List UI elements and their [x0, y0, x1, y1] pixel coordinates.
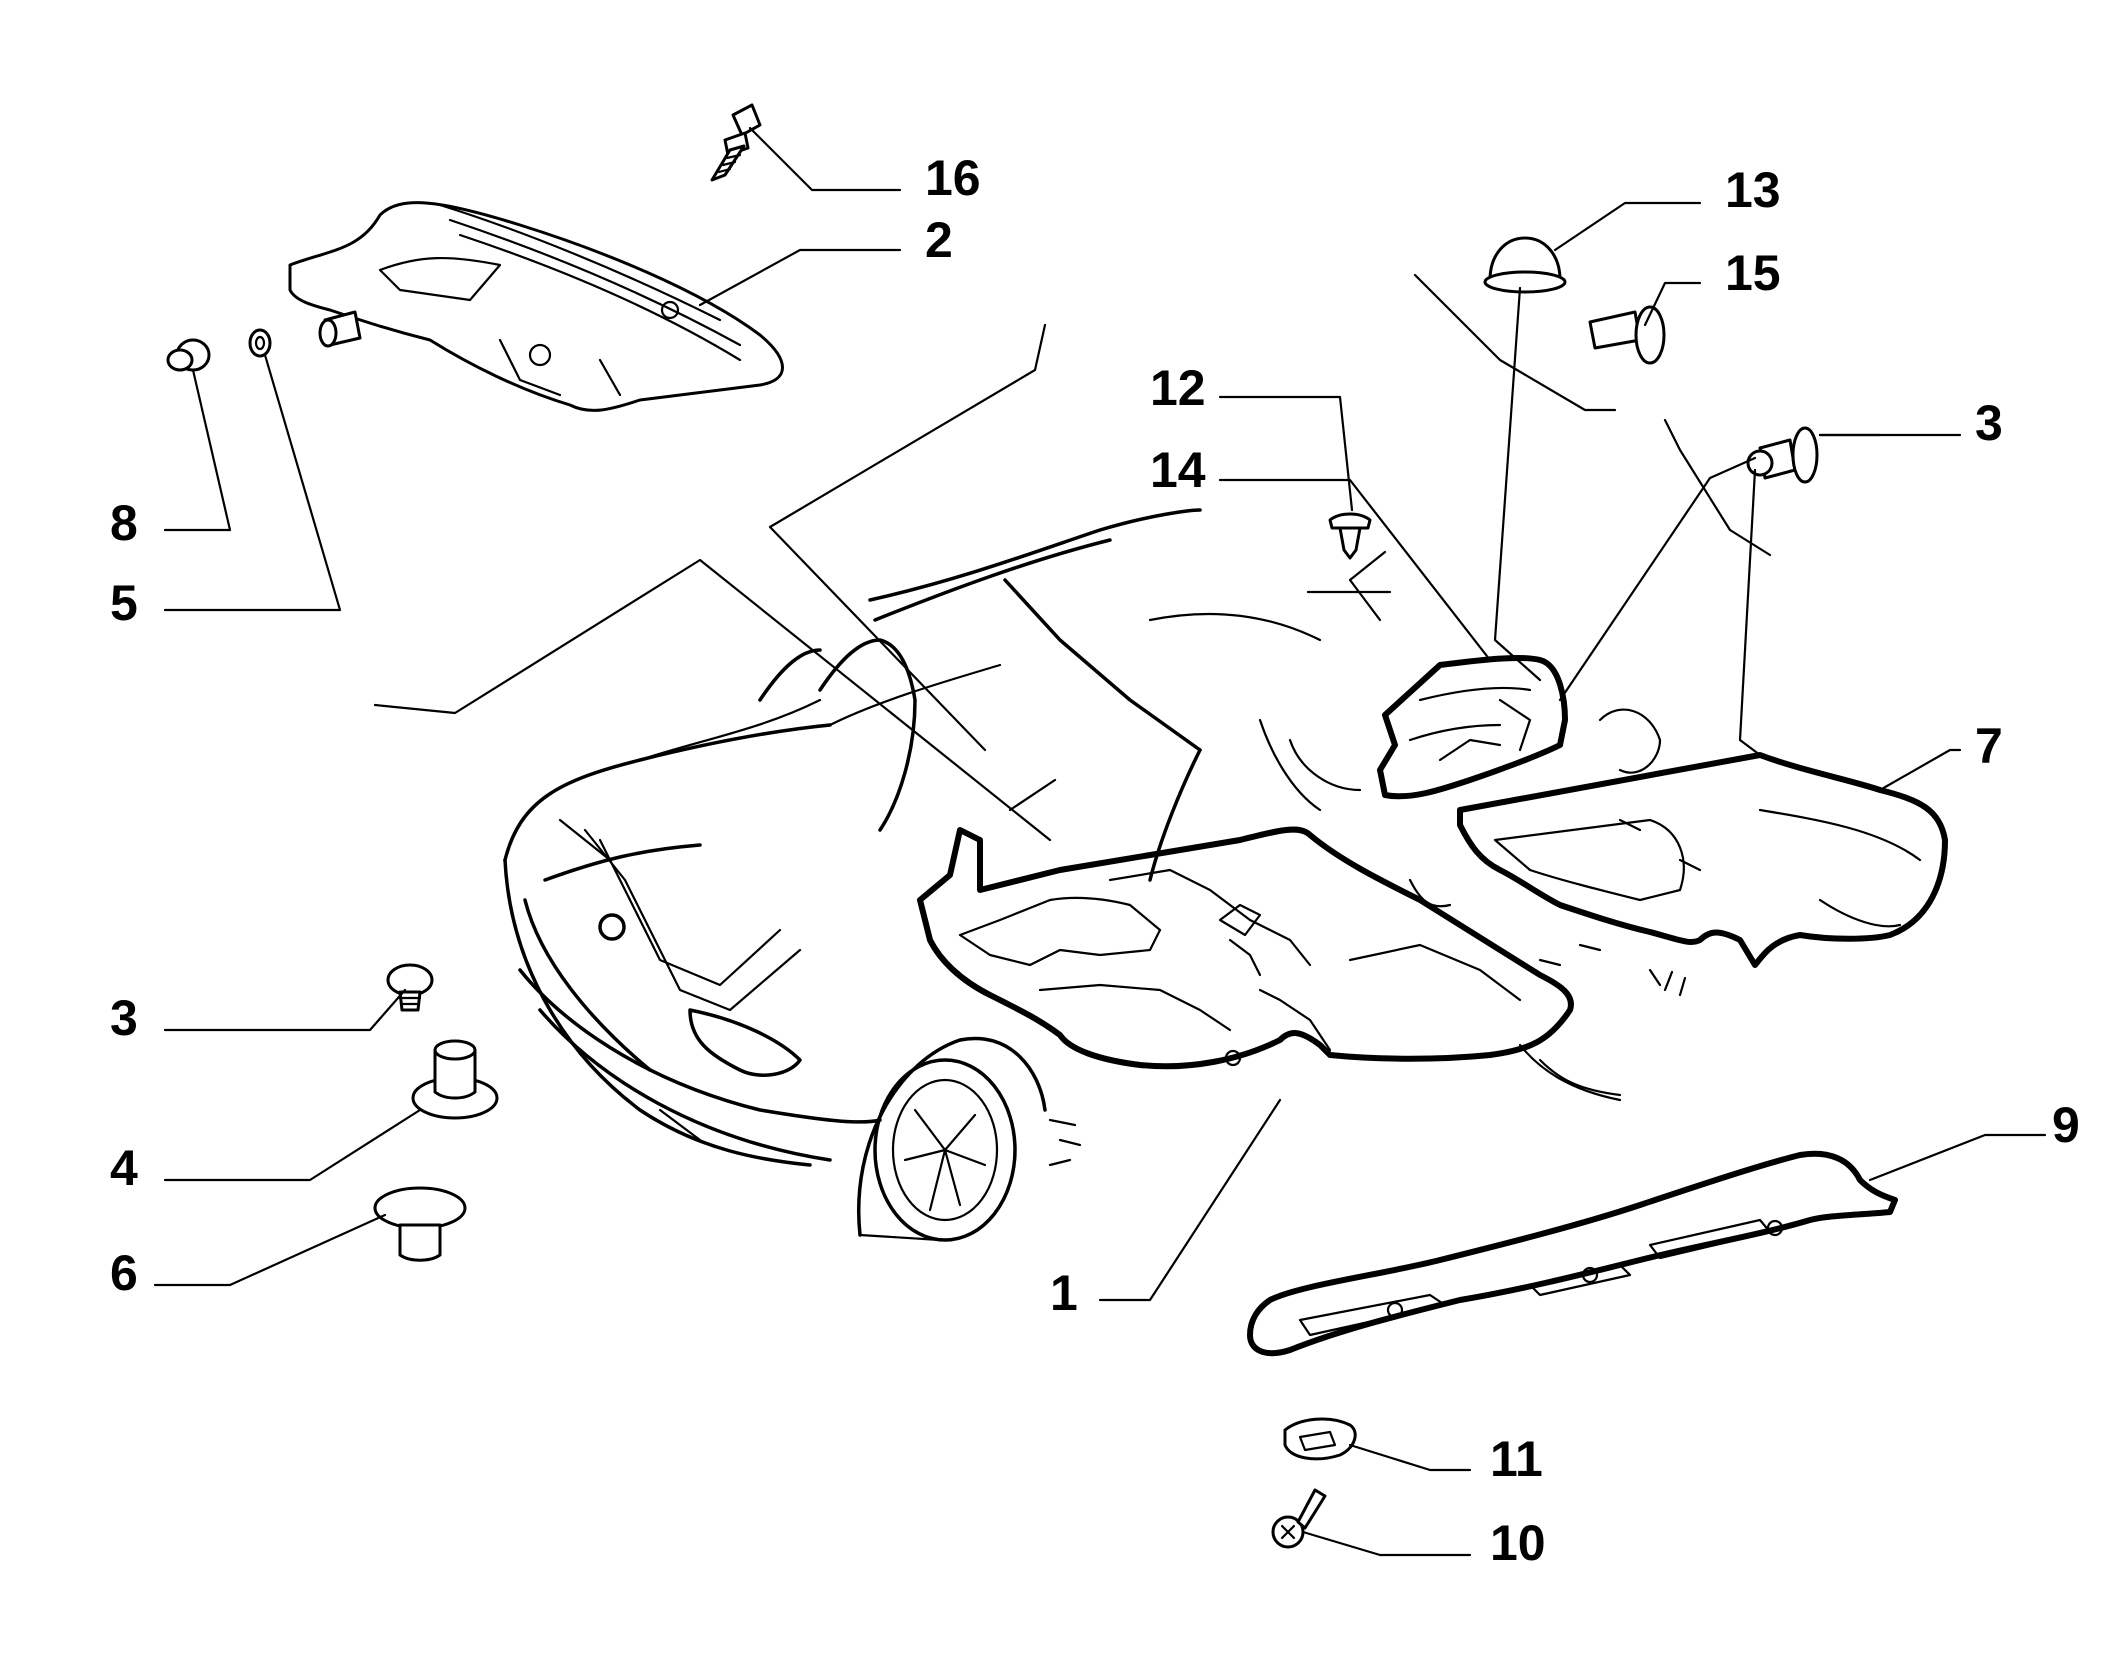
car-body-outline [503, 508, 1687, 1242]
callout-13: 13 [1725, 162, 1781, 218]
part-10-screw [1271, 1488, 1327, 1549]
callout-12: 12 [1150, 360, 1206, 416]
part-3-push-clip-lower [386, 963, 434, 1012]
callout-3-upper: 3 [1975, 395, 2003, 451]
callout-11: 11 [1490, 1431, 1543, 1487]
callout-1: 1 [1050, 1265, 1078, 1321]
part-4-grommet [411, 1039, 499, 1120]
callout-7: 7 [1975, 718, 2003, 774]
callout-14: 14 [1150, 442, 1206, 498]
callout-16: 16 [925, 150, 981, 206]
part-11-clip [1283, 1417, 1357, 1461]
callout-2: 2 [925, 212, 953, 268]
callout-10: 10 [1490, 1515, 1546, 1571]
part-13-cap [1483, 236, 1567, 294]
part-12-panel [1377, 654, 1568, 800]
callout-8: 8 [110, 495, 138, 551]
callout-5: 5 [110, 575, 138, 631]
part-1-front-mat [917, 826, 1574, 1070]
callout-4: 4 [110, 1140, 138, 1196]
callout-labels: 16 2 8 5 13 15 12 14 3 7 3 4 6 9 1 11 10 [110, 150, 2080, 1571]
part-7-rear-mat [1457, 752, 1948, 968]
part-2-heat-shield [288, 201, 784, 412]
part-14-clip [1328, 512, 1372, 560]
leader-lines [153, 126, 2047, 1557]
part-8-nut [166, 338, 211, 372]
callout-3-lower: 3 [110, 990, 138, 1046]
callout-15: 15 [1725, 245, 1781, 301]
callout-9: 9 [2052, 1097, 2080, 1153]
part-6-plug [373, 1186, 467, 1262]
part-3-push-clip-upper [1746, 426, 1819, 484]
part-9-sill-strip [1247, 1150, 1898, 1357]
part-16-bolt [710, 103, 762, 182]
callout-6: 6 [110, 1245, 138, 1301]
part-15-plug [1588, 305, 1666, 365]
part-5-washer [248, 328, 272, 358]
